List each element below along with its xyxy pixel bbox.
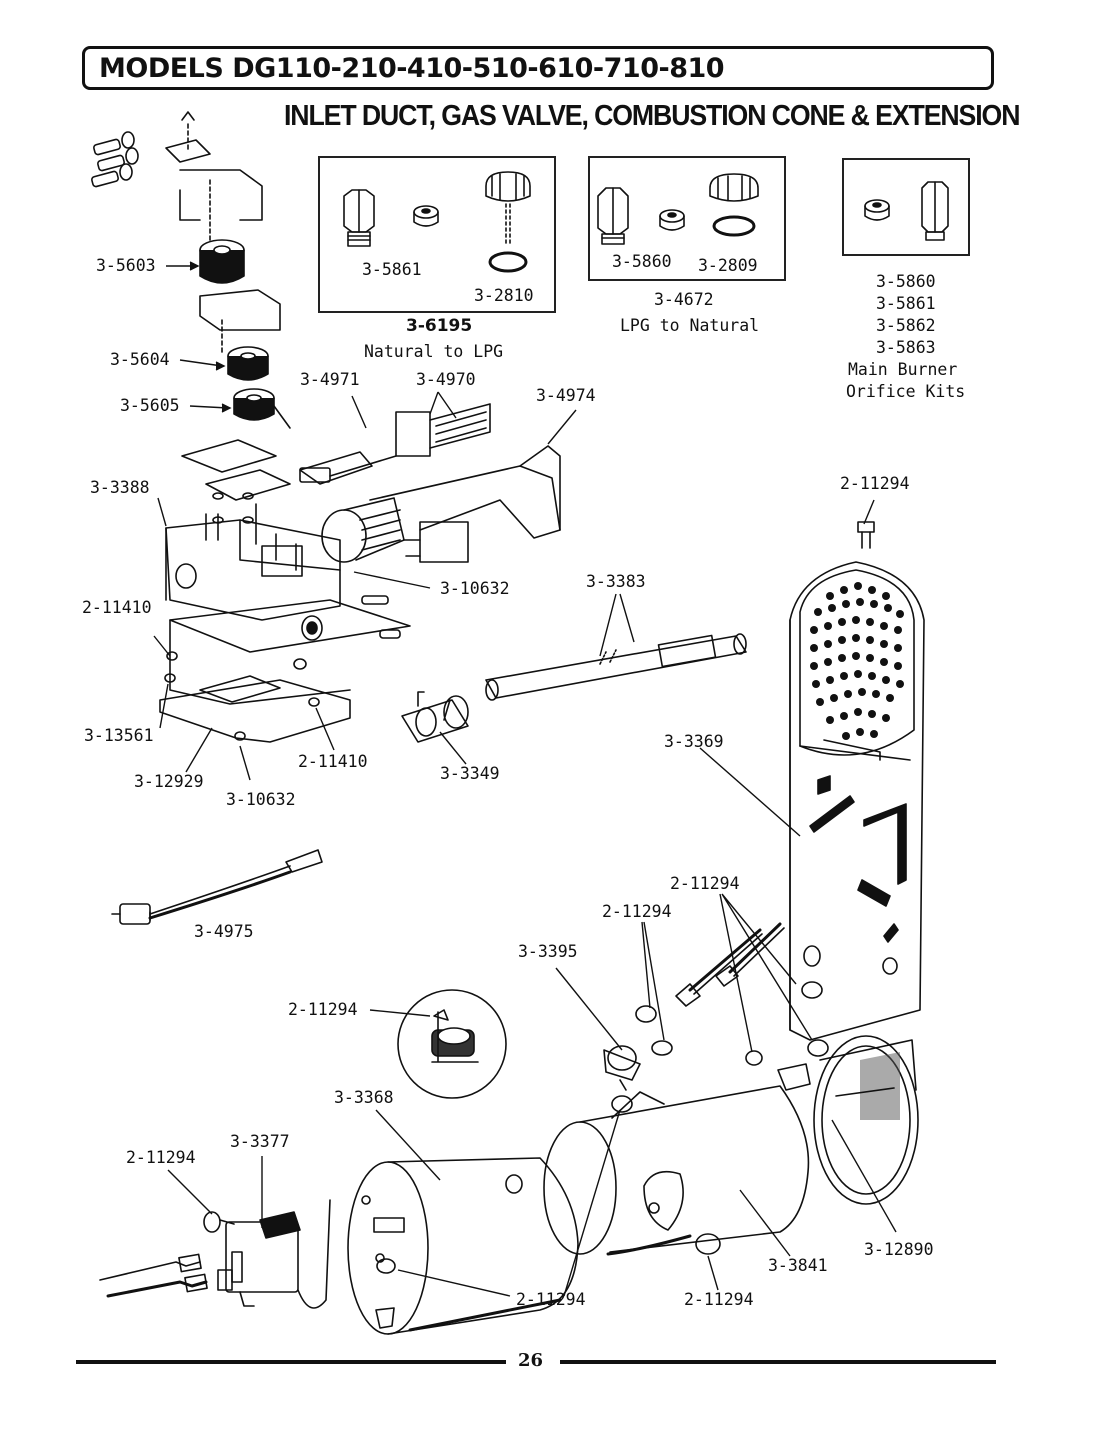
callout-2-11410: 2-11410: [82, 598, 152, 617]
callout-3-4971: 3-4971: [300, 370, 360, 389]
callout-2-11410: 2-11410: [298, 752, 368, 771]
sensor-bracket-icon: [603, 1005, 673, 1091]
callout-3-3841: 3-3841: [768, 1256, 828, 1275]
burner-icon: [299, 403, 561, 563]
callout-3-5605: 3-5605: [120, 396, 180, 415]
kit-name-label: LPG to Natural: [620, 316, 760, 335]
orifice-kit-name-line1: Main Burner: [848, 360, 958, 379]
callout-3-13561: 3-13561: [84, 726, 154, 745]
kit-box-natural-to-lpg: [318, 156, 556, 313]
callout-3-5603: 3-5603: [96, 256, 156, 275]
callout-3-4970: 3-4970: [416, 370, 476, 389]
wire-leads-icon: [675, 922, 785, 1007]
kit-box-lpg-to-natural: [588, 156, 786, 281]
perforated-grill-icon: [810, 582, 904, 740]
callout-3-4975: 3-4975: [194, 922, 254, 941]
combustion-cone-icon: [347, 1157, 579, 1335]
kit-box-orifice-kits: [842, 158, 970, 256]
burner-tube-icon: [543, 1085, 810, 1256]
kit-part-label: 3-2810: [474, 286, 534, 305]
callout-3-10632: 3-10632: [440, 579, 510, 598]
thermal-switch-detail-icon: [397, 989, 507, 1099]
cap-part-icon: [485, 171, 531, 273]
callout-3-3388: 3-3388: [90, 478, 150, 497]
callout-3-4974: 3-4974: [536, 386, 596, 405]
orifice-kit-part-label: 3-5861: [876, 294, 936, 313]
wire-harness-icon: [111, 849, 323, 925]
diagram-subtitle: INLET DUCT, GAS VALVE, COMBUSTION CONE &…: [284, 100, 1020, 132]
orifice-kit-name-line2: Orifice Kits: [846, 382, 966, 401]
callout-3-3368: 3-3368: [334, 1088, 394, 1107]
callout-2-11294: 2-11294: [602, 902, 672, 921]
coil-icon: [227, 346, 269, 381]
gas-valve-body-icon: [165, 503, 341, 641]
callout-2-11294: 2-11294: [288, 1000, 358, 1019]
solenoid-coil-icon: [199, 239, 245, 284]
cap-part-icon: [709, 173, 759, 237]
callout-3-12929: 3-12929: [134, 772, 204, 791]
kit-number-label: 3-4672: [654, 290, 714, 309]
callout-2-11294: 2-11294: [126, 1148, 196, 1167]
gas-valve-bracket-icon: [165, 111, 263, 241]
leader-lines: [153, 261, 897, 1297]
callout-3-3383: 3-3383: [586, 572, 646, 591]
coil-icon: [233, 388, 291, 429]
kit-part-label: 3-5861: [362, 260, 422, 279]
callout-3-3395: 3-3395: [518, 942, 578, 961]
callout-3-3349: 3-3349: [440, 764, 500, 783]
callout-2-11294: 2-11294: [684, 1290, 754, 1309]
callout-3-3377: 3-3377: [230, 1132, 290, 1151]
orifice-kit-part-label: 3-5862: [876, 316, 936, 335]
footer-rule-left: [76, 1360, 506, 1364]
callout-2-11294: 2-11294: [840, 474, 910, 493]
page-number: 26: [518, 1350, 544, 1371]
callout-3-10632: 3-10632: [226, 790, 296, 809]
footer-rule-right: [560, 1360, 996, 1364]
plug-part-icon: [659, 209, 685, 231]
kit-part-label: 3-5860: [612, 252, 672, 271]
plug-part-icon: [413, 205, 439, 227]
orifice-part-icon: [921, 181, 949, 241]
callout-2-11294: 2-11294: [670, 874, 740, 893]
orifice-kit-part-label: 3-5863: [876, 338, 936, 357]
kit-name-label: Natural to LPG: [364, 342, 504, 361]
callout-3-5604: 3-5604: [110, 350, 170, 369]
orifice-part-icon: [343, 189, 375, 247]
screw-icon: [857, 521, 875, 549]
callout-3-12890: 3-12890: [864, 1240, 934, 1259]
callout-3-3369: 3-3369: [664, 732, 724, 751]
gas-pipe-icon: [401, 633, 747, 743]
igniter-icon: [99, 1199, 331, 1309]
kit-number-label: 3-6195: [406, 316, 473, 336]
kit-part-label: 3-2809: [698, 256, 758, 275]
models-title: MODELS DG110-210-410-510-610-710-810: [99, 53, 725, 84]
screws-icon: [91, 131, 139, 188]
plug-part-icon: [864, 199, 890, 221]
orifice-part-icon: [597, 187, 629, 245]
models-header-box: MODELS DG110-210-410-510-610-710-810: [82, 46, 994, 90]
duct-extension-ring-icon: [813, 1035, 919, 1205]
orifice-kit-part-label: 3-5860: [876, 272, 936, 291]
inlet-duct-icon: [789, 561, 925, 1041]
callout-2-11294: 2-11294: [516, 1290, 586, 1309]
valve-bracket-plate-icon: [159, 595, 411, 743]
